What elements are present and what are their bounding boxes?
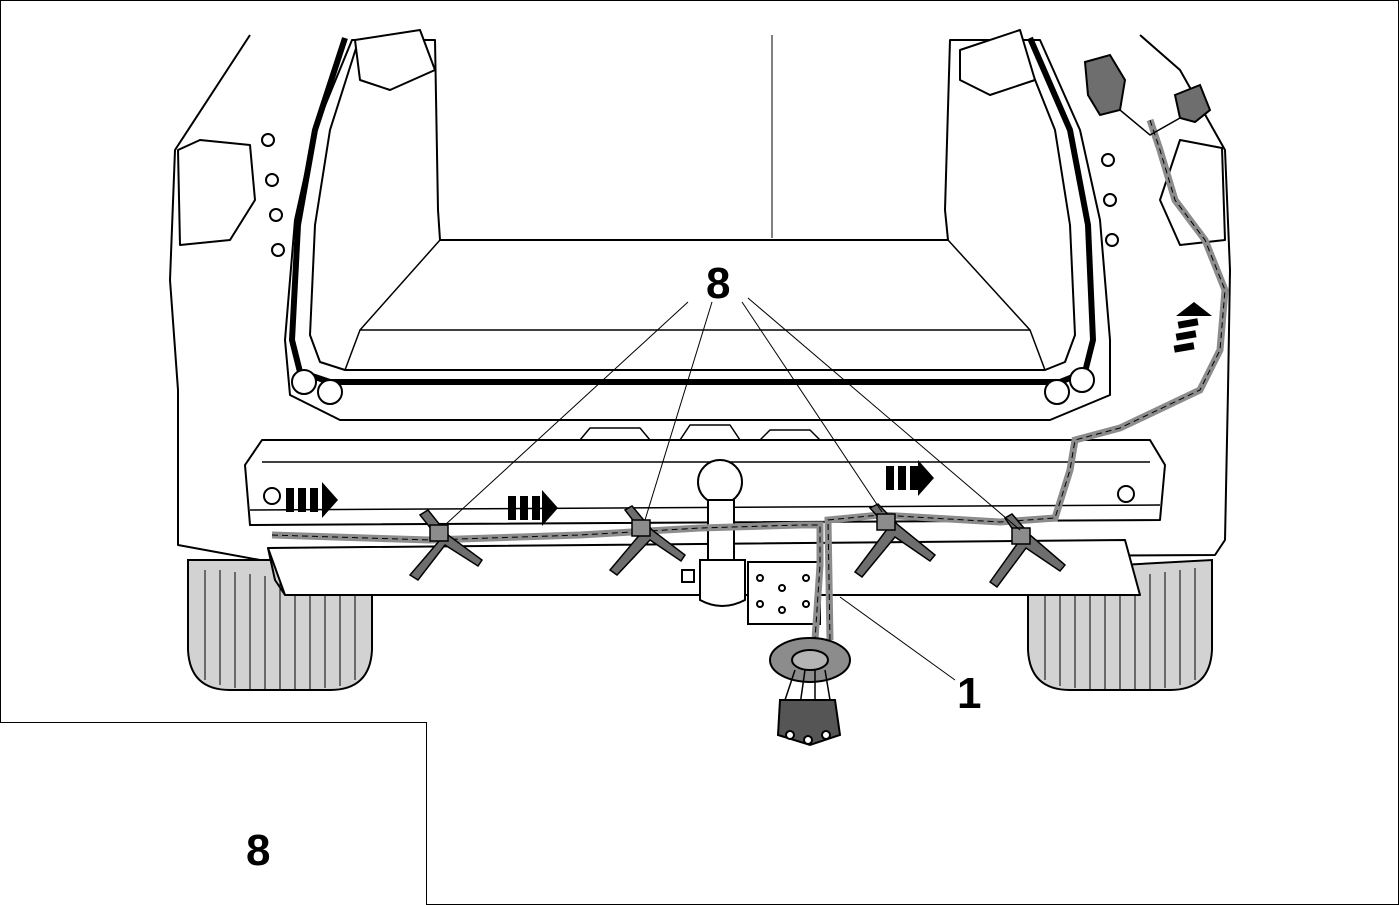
inset-panel	[0, 722, 427, 905]
vehicle-body	[169, 29, 1231, 596]
cable-tie-3	[853, 503, 937, 579]
trailer-socket	[769, 637, 851, 747]
vehicle-connector	[1083, 53, 1212, 136]
wiring-harness	[271, 118, 1229, 641]
leader-lines-8	[444, 297, 1021, 531]
tow-hitch	[681, 459, 821, 625]
routing-arrow-2	[508, 490, 558, 526]
cable-tie-4	[988, 513, 1067, 589]
routing-arrow-1	[286, 482, 338, 518]
routing-arrow-3	[886, 460, 934, 496]
inset-part-label: 8	[246, 826, 271, 875]
cable-tie-callout-label: 8	[706, 259, 731, 308]
harness-callout-label: 1	[957, 669, 982, 718]
cable-tie-1	[408, 509, 484, 581]
routing-arrow-4	[1173, 302, 1212, 353]
cable-tie-2	[608, 505, 687, 576]
leader-line-1	[839, 596, 956, 681]
